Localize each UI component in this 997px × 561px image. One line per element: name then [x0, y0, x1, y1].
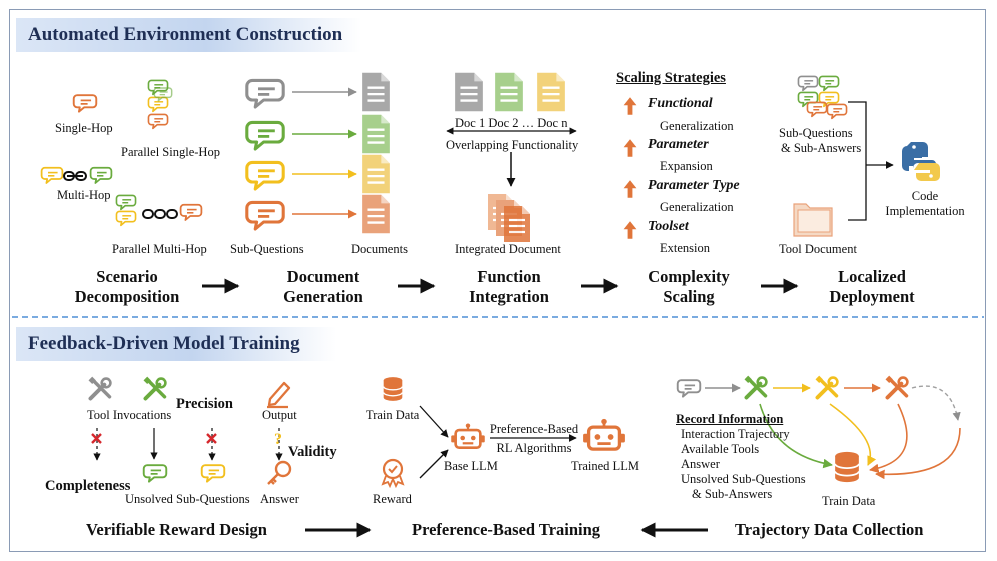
label-doc-list: Doc 1 Doc 2 … Doc n: [455, 116, 568, 130]
stage-line-1: Function: [477, 267, 541, 286]
scaling-item-toolset: Toolset: [648, 219, 689, 234]
label-train-data-traj: Train Data: [822, 494, 876, 508]
stage-line-2: Deployment: [829, 287, 915, 306]
label-subqa-line1: Sub-Questions: [779, 126, 853, 140]
banner-model-training: Feedback-Driven Model Training: [16, 327, 336, 361]
training-graphics: [381, 376, 626, 489]
label-train-data: Train Data: [366, 408, 420, 422]
record-item-interaction-trajectory: Interaction Trajectory: [681, 427, 790, 441]
label-precision: Precision: [176, 396, 233, 412]
record-item-available-tools: Available Tools: [681, 442, 760, 456]
stage-line-1: Localized: [838, 267, 906, 286]
label-answer: Answer: [260, 492, 299, 506]
scaling-arrows: [623, 97, 637, 239]
label-trained-llm: Trained LLM: [571, 459, 639, 473]
record-item-subanswers: & Sub-Answers: [692, 487, 773, 501]
label-overlapping-functionality: Overlapping Functionality: [446, 138, 579, 152]
parallel-multi-hop-chat-icon: [115, 194, 203, 227]
trajectory-graphics: [676, 375, 961, 483]
subqa-chat-cluster: [797, 75, 848, 120]
scaling-sub-toolset: Extension: [660, 241, 710, 255]
label-validity: Validity: [288, 444, 337, 460]
label-pref-line2: RL Algorithms: [496, 441, 572, 455]
integrated-document-icon: [486, 192, 532, 244]
label-subqa-line2: & Sub-Answers: [781, 141, 862, 155]
label-sub-questions: Sub-Questions: [230, 242, 304, 256]
stage-line-1: Complexity: [648, 267, 730, 286]
label-output: Output: [262, 408, 297, 422]
stage-document-generation: Document Generation: [283, 267, 363, 307]
stage-line-2: Generation: [283, 287, 363, 306]
label-pref-line1: Preference-Based: [489, 422, 579, 436]
label-code-line2: Implementation: [885, 204, 965, 218]
scaling-sub-parameter-type: Generalization: [660, 200, 734, 214]
label-parallel-single-hop: Parallel Single-Hop: [121, 145, 220, 159]
stage-preference-based-training: Preference-Based Training: [412, 520, 601, 539]
parallel-single-hop-chat-icon: [147, 79, 173, 130]
label-unsolved-sub-questions: Unsolved Sub-Questions: [125, 492, 250, 506]
label-multi-hop: Multi-Hop: [57, 188, 111, 202]
stage-verifiable-reward-design: Verifiable Reward Design: [86, 520, 267, 539]
label-parallel-multi-hop: Parallel Multi-Hop: [112, 242, 207, 256]
record-item-unsolved: Unsolved Sub-Questions: [681, 472, 806, 486]
stage-complexity-scaling: Complexity Scaling: [648, 267, 730, 307]
stage-line-2: Integration: [469, 287, 549, 306]
stage-trajectory-data-collection: Trajectory Data Collection: [735, 520, 924, 539]
record-item-answer: Answer: [681, 457, 720, 471]
label-single-hop: Single-Hop: [55, 121, 113, 135]
stage-line-1: Document: [286, 267, 360, 286]
stage-scenario-decomposition: Scenario Decomposition: [75, 267, 180, 307]
deploy-connector-lines: [848, 101, 894, 221]
python-icon: [902, 142, 940, 181]
scaling-item-parameter: Parameter: [648, 137, 709, 152]
scaling-sub-functional: Generalization: [660, 119, 734, 133]
label-integrated-document: Integrated Document: [455, 242, 561, 256]
label-base-llm: Base LLM: [444, 459, 498, 473]
scaling-item-functional: Functional: [648, 96, 713, 111]
stage-function-integration: Function Integration: [469, 267, 549, 307]
label-tool-document: Tool Document: [779, 242, 857, 256]
label-completeness: Completeness: [45, 478, 131, 494]
stage-line-2: Scaling: [663, 287, 715, 306]
label-code-line1: Code: [911, 189, 939, 203]
stage-line-2: Decomposition: [74, 287, 180, 306]
scaling-strategies-title: Scaling Strategies: [616, 70, 726, 86]
svg-text:?: ?: [274, 431, 282, 448]
multi-hop-chat-icon: [40, 166, 113, 184]
scaling-item-parameter-type: Parameter Type: [648, 178, 740, 193]
figure-frame: [9, 9, 986, 552]
scaling-sub-parameter: Expansion: [660, 159, 713, 173]
label-tool-invocations: Tool Invocations: [87, 408, 172, 422]
reward-icons: ?: [87, 376, 292, 485]
stage-localized-deployment: Localized Deployment: [829, 267, 914, 307]
record-information-title: Record Information: [676, 412, 784, 426]
single-hop-chat-icon: [72, 94, 98, 113]
docgen-rows: [245, 71, 392, 235]
label-reward: Reward: [373, 492, 412, 506]
label-documents: Documents: [351, 242, 408, 256]
integration-docs: [446, 71, 577, 187]
stage-line-1: Scenario: [96, 267, 158, 286]
banner-environment-construction: Automated Environment Construction: [16, 18, 361, 52]
tool-document-folder-icon: [793, 203, 833, 237]
